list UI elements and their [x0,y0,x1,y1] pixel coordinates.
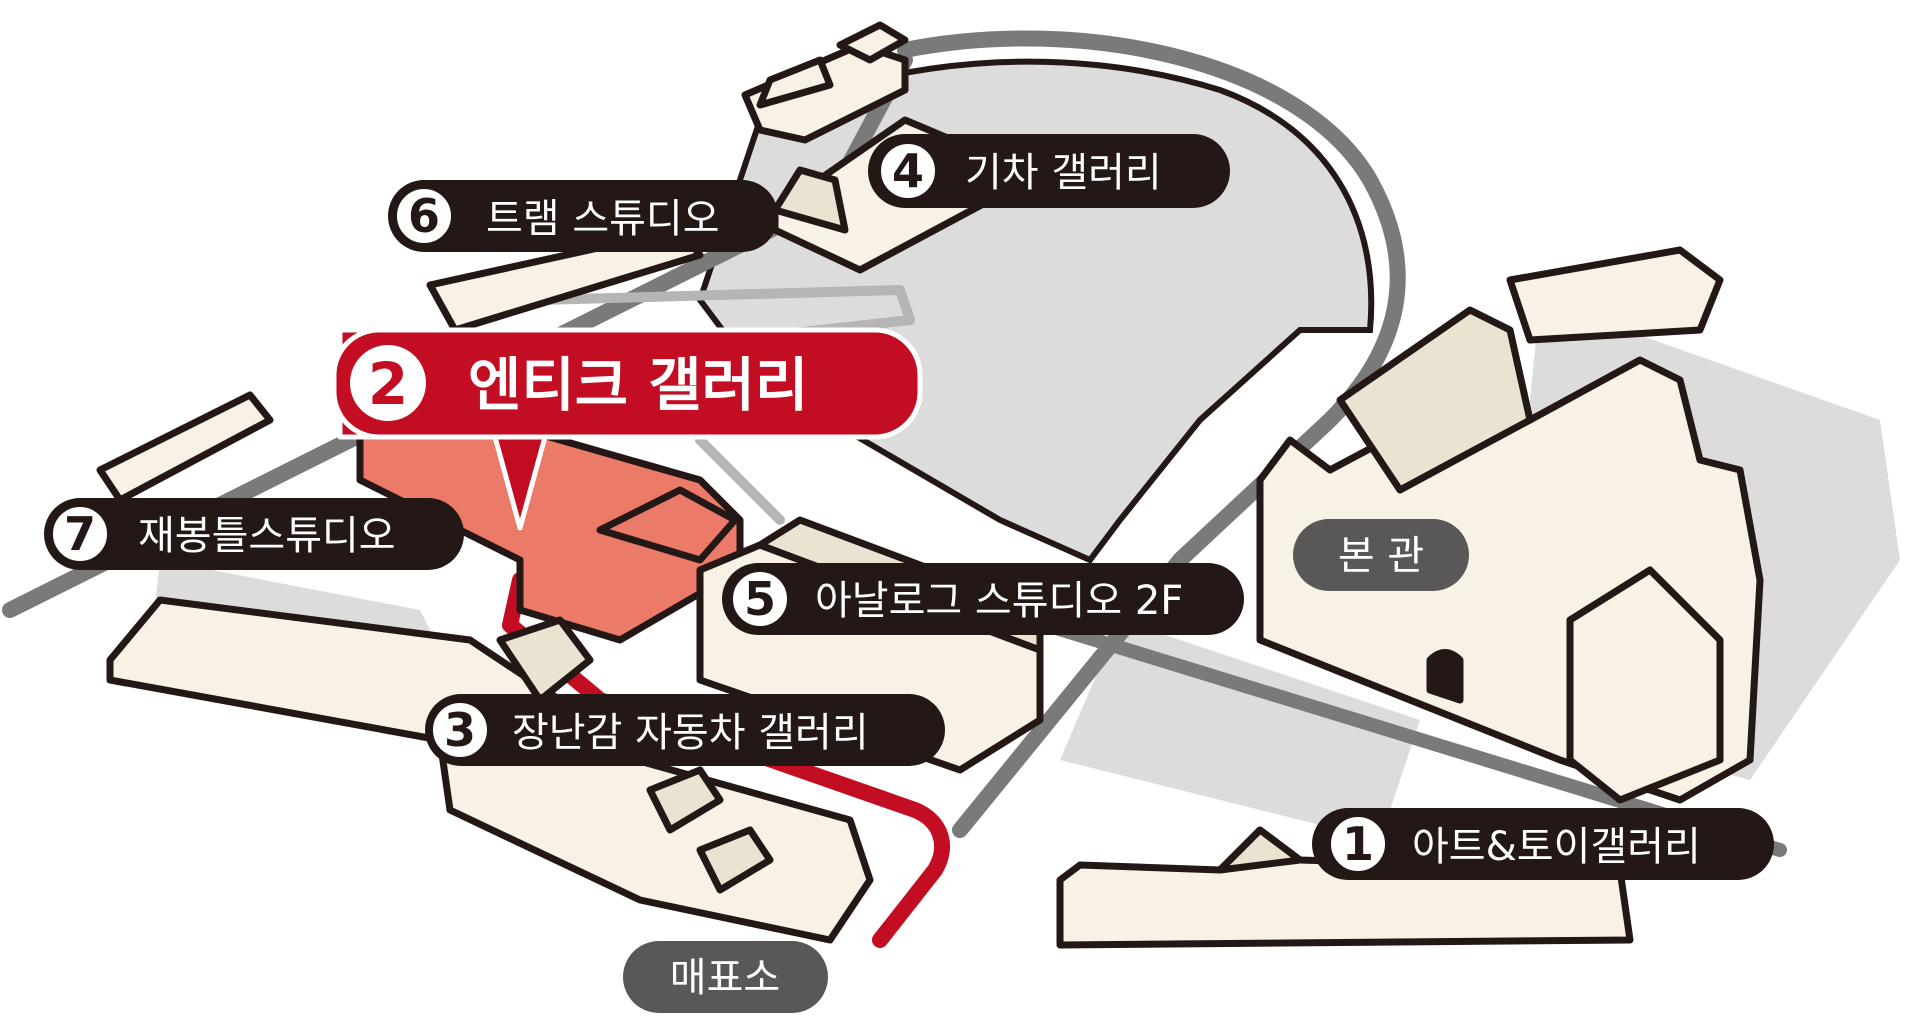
number-badge-text: 4 [892,144,924,198]
location-label-2-highlighted[interactable]: 2 엔티크 갤러리 [331,327,923,531]
label-pill [868,134,1230,208]
outer-loop-path [897,30,1406,838]
location-label-1[interactable]: 1 아트&토이갤러리 [1312,808,1774,880]
number-badge [427,697,493,763]
route-to-antique-gallery [502,572,951,948]
label-pill [331,327,923,440]
landmark-name: 매표소 [670,955,780,1001]
number-badge-text: 1 [1342,817,1374,871]
number-badge-text: 5 [744,572,776,626]
location-name: 재봉틀스튜디오 [138,513,396,559]
landmark-pill [1293,519,1469,591]
location-name: 엔티크 갤러리 [468,351,808,419]
number-badge [47,501,113,567]
number-badge-text: 7 [64,507,96,561]
location-label-3[interactable]: 3 장난감 자동차 갤러리 [425,694,945,766]
location-name: 아날로그 스튜디오 2F [815,578,1183,624]
number-badge [875,138,941,204]
location-label-7[interactable]: 7 재봉틀스튜디오 [44,498,464,570]
sewing-studio-building [96,391,274,504]
ground-south-field [1060,620,1420,840]
label-pill [722,563,1244,635]
label-pill [425,694,945,766]
location-name: 아트&토이갤러리 [1412,824,1701,870]
train-icon [741,21,909,144]
number-badge-text: 2 [368,350,408,418]
number-badge-text: 3 [444,703,476,757]
number-badge [1325,811,1391,877]
location-label-6[interactable]: 6 트램 스튜디오 [388,180,778,252]
art-toy-gallery-building [1056,826,1634,949]
label-pill [1312,808,1774,880]
toy-car-gallery-building [106,596,874,944]
number-badge [727,566,793,632]
landmark-labels: 본 관 매표소 [623,519,1469,1013]
location-labels: 1 아트&토이갤러리 3 장난감 자동차 갤러리 4 기차 갤러리 5 아날로그… [44,134,1774,880]
location-name: 기차 갤러리 [965,150,1162,196]
location-label-5[interactable]: 5 아날로그 스튜디오 2F [722,563,1244,635]
location-name: 장난감 자동차 갤러리 [512,710,869,756]
ticket-office-label[interactable]: 매표소 [623,941,828,1013]
location-label-4[interactable]: 4 기차 갤러리 [868,134,1230,208]
main-hall-label[interactable]: 본 관 [1293,519,1469,591]
number-badge [391,183,457,249]
label-pill [44,498,464,570]
number-badge [350,345,426,421]
location-name: 트램 스튜디오 [486,196,720,242]
landmark-name: 본 관 [1338,533,1424,579]
main-hall-building [1256,246,1764,804]
landmark-pill [623,941,828,1013]
antique-gallery-building [356,396,744,644]
number-badge-text: 6 [408,189,440,243]
label-pill [388,180,778,252]
